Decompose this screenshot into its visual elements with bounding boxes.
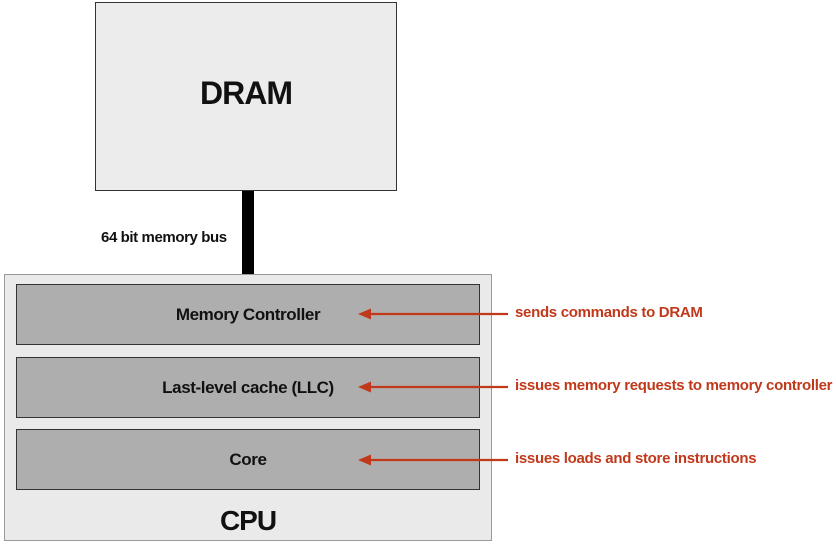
memory-controller-label: Memory Controller xyxy=(175,304,321,324)
cpu-label: CPU xyxy=(219,505,277,536)
memory-controller-arrow-icon xyxy=(358,308,508,320)
memory-bus-line xyxy=(242,191,254,275)
llc-annotation: issues memory requests to memory control… xyxy=(515,377,833,394)
core-arrow-icon xyxy=(358,454,508,466)
core-label: Core xyxy=(229,449,267,469)
llc-arrow-icon xyxy=(358,381,508,393)
dram-label: DRAM xyxy=(200,75,293,111)
core-annotation: issues loads and store instructions xyxy=(515,450,757,467)
memory-controller-annotation: sends commands to DRAM xyxy=(515,304,703,321)
memory-bus-label: 64 bit memory bus xyxy=(101,229,227,246)
dram-box: DRAM xyxy=(95,2,397,191)
llc-label: Last-level cache (LLC) xyxy=(162,377,334,397)
